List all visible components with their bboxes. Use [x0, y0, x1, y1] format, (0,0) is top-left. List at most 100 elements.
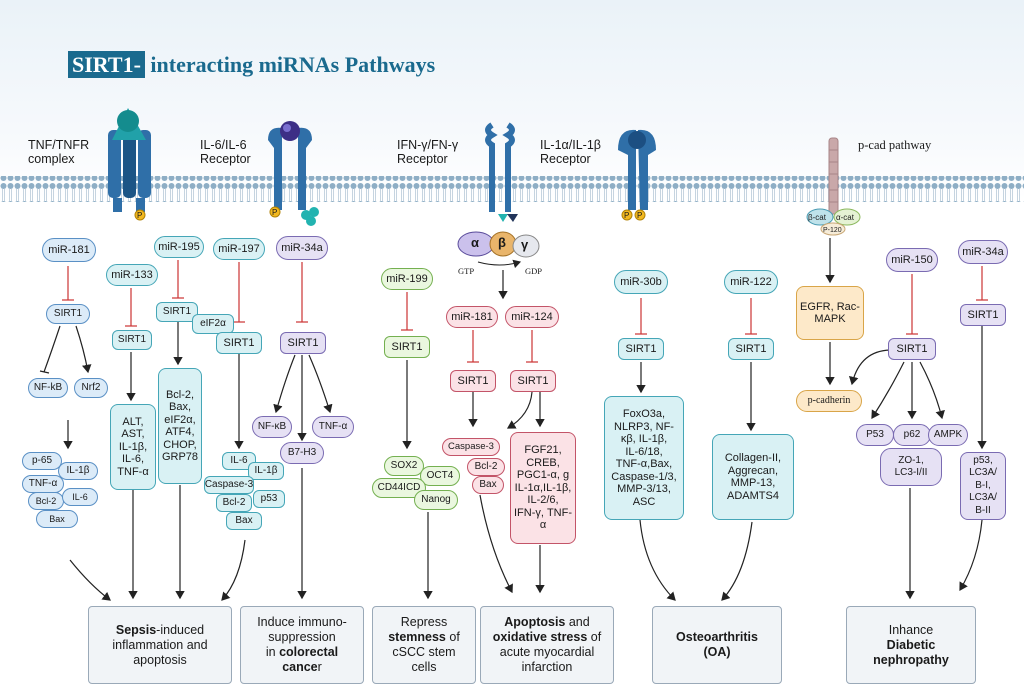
fgf21-item: FGF21, — [524, 444, 562, 457]
g-gamma: γ — [521, 237, 529, 252]
il6-label-line2: Receptor — [200, 152, 251, 166]
tnfa-node: TNF-α — [312, 416, 354, 438]
sirt1-node: SIRT1 — [216, 332, 262, 354]
mir-124-node: miR-124 — [505, 306, 559, 328]
il6-node: IL-6 — [222, 452, 256, 470]
outcome-immunosuppression: Induce immuno- suppression in colorectal… — [240, 606, 364, 684]
bcl2-node: Bcl-2 — [28, 492, 64, 510]
il1b-node: IL-1β — [248, 462, 284, 480]
il6-receptor-icon — [268, 121, 319, 226]
p53-item: LC3A/ — [969, 492, 997, 504]
foxo-item: TNF-α,Bax, — [615, 458, 673, 470]
alt-item: IL-6, — [121, 453, 144, 466]
foxo-item: IL-6/18, — [625, 445, 663, 458]
alt-item: AST, — [121, 428, 145, 441]
beta-catenin-label: β-cat — [808, 213, 826, 222]
bcl2-item: CHOP, — [163, 438, 197, 451]
bcl2-group-node: Bcl-2, Bax, eIF2α, ATF4, CHOP, GRP78 — [158, 368, 202, 484]
mir-133-node: miR-133 — [106, 264, 158, 286]
apoptosis-bold: Apoptosis — [504, 615, 566, 629]
immuno-colorectal: colorectal — [279, 645, 339, 659]
p-cadherin-node: p-cadherin — [796, 390, 862, 412]
sirt1-node: SIRT1 — [618, 338, 664, 360]
bcl2-item: eIF2α, — [164, 413, 196, 426]
il1b-node: IL-1β — [58, 462, 98, 480]
cell-membrane — [0, 176, 1024, 202]
b7h3-node: B7-H3 — [280, 442, 324, 464]
g-alpha: α — [471, 235, 479, 250]
collagen-group-node: Collagen-II, Aggrecan, MMP-13, ADAMTS4 — [712, 434, 794, 520]
mir-197-node: miR-197 — [213, 238, 265, 260]
gtp-label: GTP — [458, 266, 475, 276]
phospho-label: P — [272, 208, 278, 217]
oa-line1: Osteoarthritis — [676, 630, 758, 644]
collagen-item: Aggrecan, — [727, 464, 779, 477]
il1-label-line1: IL-1α/IL-1β — [540, 138, 601, 152]
immuno-in: in — [265, 645, 280, 659]
immuno-line4: cancer — [282, 660, 322, 675]
caspase3-node: Caspase-3 — [204, 476, 254, 494]
egfr-mapk-node: EGFR, Rac- MAPK — [796, 286, 864, 340]
oct4-node: OCT4 — [420, 466, 460, 486]
stemness-of: of — [445, 630, 460, 644]
bcl2-item: GRP78 — [161, 451, 199, 463]
collagen-item: MMP-13, — [730, 477, 776, 489]
phospho-label: P — [137, 211, 143, 220]
il1-receptor-icon — [618, 129, 656, 210]
p53-item: LC3A/ — [969, 467, 997, 479]
outcome-diabetic-nephropathy: Inhance Diabetic nephropathy — [846, 606, 976, 684]
alt-item: IL-1β, — [118, 440, 148, 453]
immuno-line1: Induce immuno- — [257, 615, 347, 629]
ampk-node: AMPK — [928, 424, 968, 446]
stemness-bold: stemness — [388, 630, 446, 644]
foxo-item: FoxO3a, — [622, 408, 666, 420]
bax-node: Bax — [36, 510, 78, 528]
bax-node: Bax — [226, 512, 262, 530]
p120-label: P-120 — [823, 227, 842, 234]
immuno-cance: cance — [282, 660, 318, 674]
gdp-label: GDP — [525, 266, 543, 276]
collagen-item: ADAMTS4 — [727, 489, 779, 502]
outcome-sepsis-line1: Sepsis-induced — [116, 623, 204, 638]
foxo-item: MMP-3/13, — [617, 483, 671, 495]
tnfa-node: TNF-α — [22, 475, 64, 493]
bcl2-node: Bcl-2 — [467, 458, 505, 476]
tnf-label-line2: complex — [28, 152, 75, 166]
stemness-line2: stemness of — [388, 630, 460, 645]
sox2-node: SOX2 — [384, 456, 424, 476]
outcome-apoptosis: Apoptosis and oxidative stress of acute … — [480, 606, 614, 684]
tnfr-receptor-icon — [108, 108, 151, 212]
bcl2-node: Bcl-2 — [216, 494, 252, 512]
stemness-line4: cells — [411, 660, 437, 674]
fgf21-item: PGC1-α, g — [516, 469, 570, 482]
oa-line2: (OA) — [703, 645, 731, 659]
foxo-item: Caspase-1/3, — [611, 470, 677, 483]
apoptosis-line1: Apoptosis and — [504, 615, 589, 630]
outcome-osteoarthritis: Osteoarthritis (OA) — [652, 606, 782, 684]
g-beta: β — [498, 235, 506, 250]
title-highlight: SIRT1- — [68, 51, 145, 78]
mir-181-node: miR-181 — [42, 238, 96, 262]
stemness-line3: cSCC stem — [392, 645, 456, 659]
p53-item: B-I, — [975, 479, 991, 491]
mir-122-node: miR-122 — [724, 270, 778, 294]
outcome-sepsis-line2: inflammation and — [112, 637, 208, 652]
sirt1-node: SIRT1 — [960, 304, 1006, 326]
egfr-line: EGFR, Rac- — [800, 300, 860, 313]
mir-34a-node: miR-34a — [958, 240, 1008, 264]
foxo-group-node: FoxO3a, NLRP3, NF- κβ, IL-1β, IL-6/18, T… — [604, 396, 684, 520]
foxo-item: NLRP3, NF- — [614, 420, 674, 433]
pcad-receptor-icon — [806, 137, 861, 236]
immuno-r: r — [317, 660, 322, 674]
fgf21-item: CREB, — [526, 456, 560, 469]
ifn-receptor-icon — [485, 122, 518, 222]
apoptosis-and: and — [565, 615, 590, 629]
sirt1-node: SIRT1 — [888, 338, 936, 360]
outcome-stemness: Repress stemness of cSCC stem cells — [372, 606, 476, 684]
